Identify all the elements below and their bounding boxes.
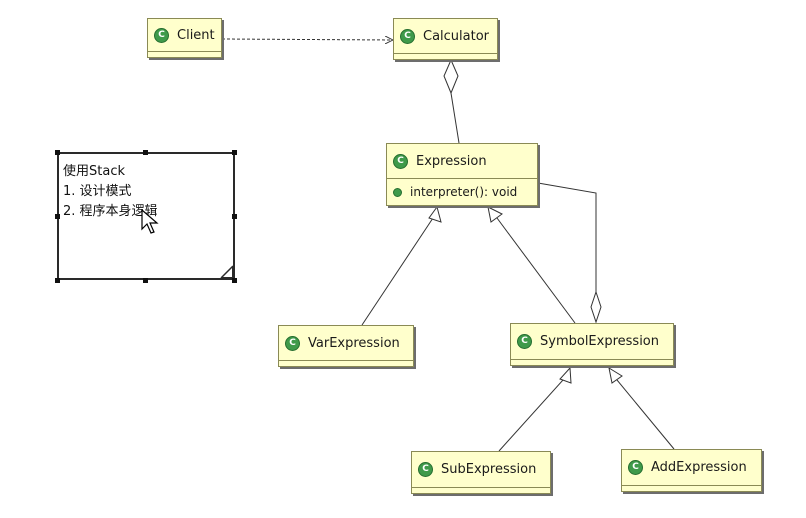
class-calculator[interactable]: C Calculator [393, 18, 498, 60]
generalization-symbol-expression [496, 217, 576, 324]
class-expression[interactable]: C Expression interpreter(): void [386, 143, 538, 206]
resize-handle[interactable] [55, 278, 60, 283]
generalization-triangle-sub [559, 366, 572, 384]
class-name: VarExpression [308, 335, 400, 351]
method-signature: interpreter(): void [410, 185, 518, 199]
class-name: SymbolExpression [540, 334, 659, 349]
class-c-icon: C [628, 460, 643, 475]
class-name: Calculator [423, 28, 490, 44]
class-name: Expression [416, 153, 487, 169]
class-c-icon: C [285, 335, 300, 351]
class-c-icon: C [393, 153, 408, 169]
resize-handle[interactable] [143, 278, 148, 283]
resize-handle[interactable] [143, 150, 148, 155]
resize-handle[interactable] [55, 150, 60, 155]
resize-handle[interactable] [232, 214, 237, 219]
generalization-add-expression [616, 379, 675, 450]
note-line: 使用Stack [63, 164, 125, 179]
resize-handle[interactable] [232, 278, 237, 283]
class-name: SubExpression [441, 462, 537, 477]
resize-handle[interactable] [232, 150, 237, 155]
mouse-cursor-icon [141, 209, 159, 234]
class-symbol-expression[interactable]: C SymbolExpression [510, 323, 674, 366]
generalization-var-expression [361, 217, 434, 326]
class-var-expression[interactable]: C VarExpression [278, 325, 414, 367]
note-line: 2. 程序本身逻辑 [63, 204, 158, 219]
note-line: 1. 设计模式 [63, 184, 132, 199]
public-method-icon [393, 187, 402, 197]
aggregation-diamond-symbol [590, 290, 602, 324]
class-sub-expression[interactable]: C SubExpression [411, 451, 551, 494]
generalization-triangle-symbol [487, 206, 503, 223]
generalization-sub-expression [498, 379, 564, 452]
aggregation-diamond-calculator [443, 58, 459, 95]
class-c-icon: C [154, 27, 169, 43]
class-c-icon: C [517, 334, 532, 349]
class-client[interactable]: C Client [147, 18, 222, 58]
note-folded-corner-icon [220, 265, 234, 279]
generalization-triangle-add [608, 366, 623, 384]
class-c-icon: C [400, 28, 415, 44]
aggregation-line-calculator-expression [450, 92, 460, 144]
dependency-client-calculator [221, 39, 393, 40]
aggregation-line-symbol-expression [537, 182, 597, 292]
resize-handle[interactable] [55, 214, 60, 219]
class-c-icon: C [418, 462, 433, 477]
class-name: AddExpression [651, 460, 747, 475]
class-add-expression[interactable]: C AddExpression [621, 449, 762, 492]
method-row[interactable]: interpreter(): void [387, 179, 537, 205]
generalization-triangle-var [428, 205, 442, 223]
class-name: Client [177, 27, 215, 43]
